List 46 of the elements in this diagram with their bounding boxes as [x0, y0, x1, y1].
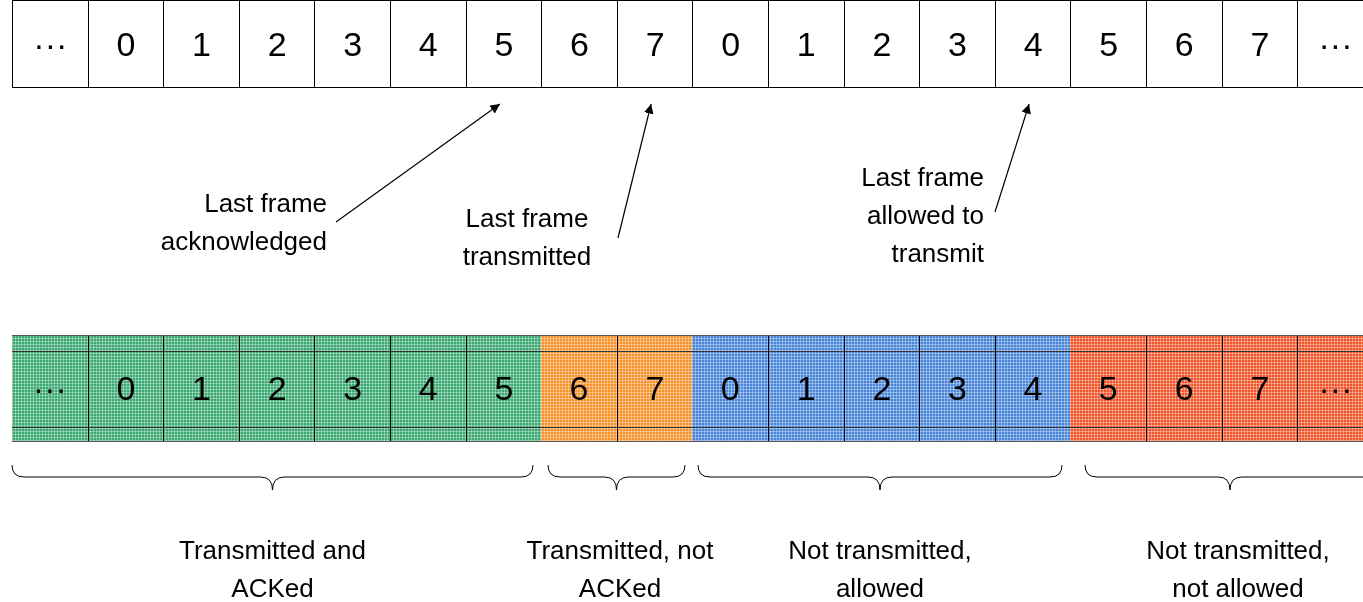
sequence-cell: 0 — [692, 0, 769, 88]
pointer-label: Last frame transmitted — [440, 199, 614, 275]
frame-number: 0 — [692, 336, 768, 441]
window-segment-bar — [541, 335, 693, 442]
sequence-cell: 4 — [390, 0, 467, 88]
sequence-cell: 2 — [238, 0, 316, 88]
sequence-cell: 5 — [465, 0, 543, 88]
window-segment-bar — [12, 335, 542, 442]
sequence-cell: 5 — [1070, 0, 1147, 88]
frame-number: ··· — [1297, 336, 1363, 441]
frame-number: 0 — [87, 336, 164, 441]
sequence-cell: ··· — [1297, 0, 1363, 88]
frame-number: 3 — [919, 336, 995, 441]
frame-number: 3 — [314, 336, 390, 441]
window-segment-bar — [692, 335, 1071, 442]
segment-label: Transmitted, not ACKed — [525, 534, 715, 602]
sequence-cell: 3 — [919, 0, 996, 88]
arrow — [994, 103, 1031, 213]
frame-number: ··· — [12, 336, 88, 441]
sequence-cell: 7 — [616, 0, 694, 88]
segment-label: Not transmitted, allowed — [787, 534, 973, 602]
sequence-cell: 6 — [541, 0, 618, 88]
pointer-label: Last frame allowed to transmit — [774, 158, 984, 272]
frame-number: 1 — [768, 336, 844, 441]
sequence-cell: 7 — [1221, 0, 1299, 88]
sequence-cell: 3 — [314, 0, 391, 88]
sequence-cell: 4 — [994, 0, 1072, 88]
sequence-cell: 1 — [163, 0, 240, 88]
frame-number: 7 — [1221, 336, 1298, 441]
sequence-cell: 1 — [768, 0, 845, 88]
pointer-label: Last frame acknowledged — [117, 184, 327, 260]
frame-number: 1 — [163, 336, 239, 441]
sequence-cell: ··· — [12, 0, 89, 88]
segment-label: Not transmitted, not allowed — [1145, 534, 1331, 602]
frame-number: 5 — [1070, 336, 1146, 441]
arrow — [335, 103, 501, 223]
frame-number: 2 — [238, 336, 315, 441]
arrow — [617, 103, 654, 239]
sequence-cell: 2 — [843, 0, 921, 88]
frame-number: 4 — [390, 336, 466, 441]
frame-number: 2 — [843, 336, 920, 441]
sequence-cell: 6 — [1146, 0, 1223, 88]
frame-number: 6 — [541, 336, 617, 441]
frame-number: 6 — [1146, 336, 1222, 441]
segment-label: Transmitted and ACKed — [178, 534, 367, 602]
sequence-cell: 0 — [87, 0, 165, 88]
